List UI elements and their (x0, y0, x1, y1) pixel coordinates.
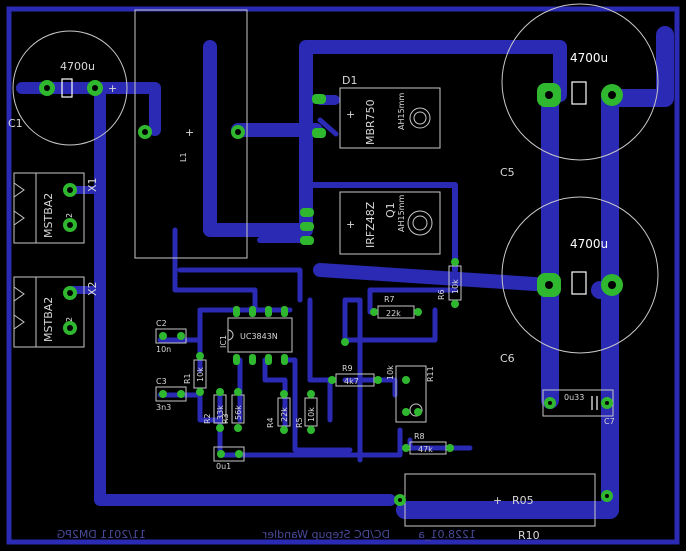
r1-value: 10k (196, 367, 205, 382)
r4-value: 22k (280, 407, 289, 422)
c2-name: C2 (156, 319, 167, 328)
d1-value: MBR750 (364, 99, 377, 145)
r5-name: R5 (295, 417, 304, 428)
plus-mark: + (346, 108, 355, 121)
capacitor-c1[interactable]: 4700u C1 + (8, 30, 128, 146)
trimmer-r11[interactable]: R11 10k (386, 365, 435, 423)
c2-value: 10n (156, 345, 171, 354)
board-outline (6, 6, 680, 545)
r6-value: 10k (451, 279, 460, 294)
c6-value: 4700u (570, 237, 608, 251)
c3-value: 3n3 (156, 403, 171, 412)
r9-name: R9 (342, 364, 353, 373)
ic1-name: IC1 (219, 335, 228, 348)
x2-name: X2 (86, 281, 99, 296)
bottom-layer-text: 11/2011 DM2PG DC/DC Stepup Wandler 1228.… (57, 528, 476, 541)
x2-value: MSTBA2 (42, 297, 55, 342)
r2-name: R2 (203, 413, 212, 424)
c1-name: C1 (8, 117, 23, 130)
copper-traces (16, 26, 674, 519)
c7-value: 0u33 (564, 393, 584, 402)
r6-name: R6 (437, 289, 446, 300)
resistor-r5[interactable]: R5 10k (295, 397, 318, 428)
capacitor-c3[interactable]: C3 3n3 (155, 377, 187, 412)
q1-name: Q1 (384, 202, 397, 218)
x1-value: MSTBA2 (42, 193, 55, 238)
resistor-r7[interactable]: R7 22k (377, 295, 415, 319)
c5-value: 4700u (570, 51, 608, 65)
ic-uc3843n[interactable]: UC3843N IC1 (219, 317, 293, 353)
c4-value: 0u1 (216, 462, 231, 471)
diode-d1[interactable]: D1 MBR750 AH15mm + (339, 74, 441, 149)
bottom-text-date: 11/2011 DM2PG (57, 528, 146, 541)
resistor-r10[interactable]: + R05 R10 (404, 473, 596, 542)
r11-value: 10k (386, 365, 395, 380)
c5-name: C5 (500, 166, 515, 179)
connector-x1[interactable]: MSTBA2 X1 1 2 (13, 172, 99, 244)
connector-x2[interactable]: MSTBA2 X2 1 2 (13, 276, 99, 348)
plus-mark: + (493, 494, 502, 507)
plus-mark: + (108, 82, 117, 95)
plus-mark: + (185, 126, 194, 139)
resistor-r9[interactable]: R9 4k7 (335, 364, 375, 387)
r8-value: 47k (418, 445, 433, 454)
q1-value: IRFZ48Z (364, 201, 377, 248)
r9-value: 4k7 (344, 377, 359, 386)
x1-name: X1 (86, 177, 99, 192)
l1-name: L1 (179, 152, 188, 162)
r2-value: 33k (216, 405, 225, 420)
bottom-text-title: DC/DC Stepup Wandler (262, 528, 390, 541)
resistor-r1[interactable]: R1 10k (183, 359, 207, 389)
r3-name: R3 (221, 413, 230, 424)
bottom-text-code: 1228.01_a (418, 528, 476, 541)
r10-name: R10 (518, 529, 540, 542)
r5-value: 10k (307, 407, 316, 422)
resistor-r8[interactable]: R8 47k (409, 432, 447, 455)
capacitor-c6[interactable]: 4700u C6 (500, 196, 659, 365)
inductor-l1[interactable]: + L1 (134, 9, 248, 259)
x1-pin2-label: 2 (65, 213, 74, 218)
r4-name: R4 (266, 417, 275, 428)
d1-package: AH15mm (397, 93, 406, 130)
mosfet-q1[interactable]: IRFZ48Z Q1 AH15mm + (339, 191, 441, 255)
capacitor-c2[interactable]: C2 10n (155, 319, 187, 354)
r11-name: R11 (426, 366, 435, 382)
r7-name: R7 (384, 295, 395, 304)
capacitor-c4[interactable]: 0u1 (213, 446, 245, 471)
c7-name: C7 (604, 417, 615, 426)
c1-value: 4700u (60, 60, 95, 73)
pads (39, 80, 623, 506)
plus-mark: + (346, 218, 355, 231)
c6-name: C6 (500, 352, 515, 365)
d1-name: D1 (342, 74, 357, 87)
c3-name: C3 (156, 377, 167, 386)
r7-value: 22k (386, 309, 401, 318)
r3-value: 56k (234, 405, 243, 420)
q1-package: AH15mm (397, 195, 406, 232)
r8-name: R8 (414, 432, 425, 441)
capacitor-c5[interactable]: 4700u C5 (500, 3, 659, 179)
r1-name: R1 (183, 373, 192, 384)
x2-pin2-label: 2 (65, 317, 74, 322)
ic1-value: UC3843N (240, 332, 278, 341)
r10-value: R05 (512, 494, 534, 507)
